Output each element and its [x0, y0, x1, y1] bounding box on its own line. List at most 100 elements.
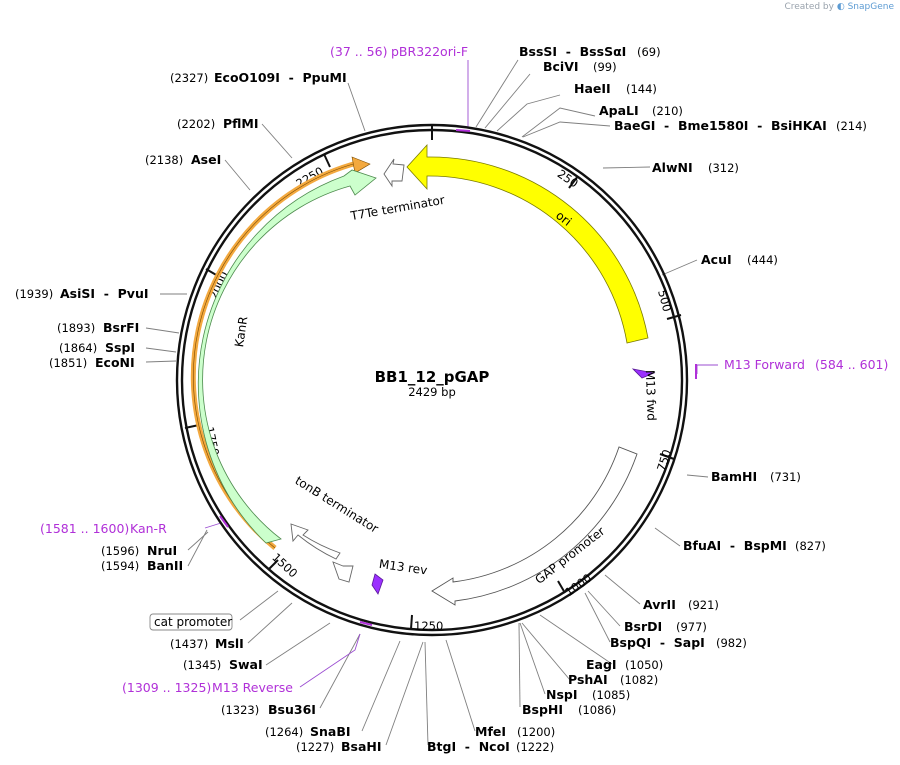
m13-reverse-range: (1309 .. 1325): [122, 680, 211, 695]
enzyme-position: (1594): [101, 559, 139, 573]
enzyme-position: (144): [626, 82, 657, 96]
enzyme-name: BspQI - SapI: [610, 635, 705, 650]
enzyme-name: SnaBI: [310, 724, 351, 739]
kan-r-range: (1581 .. 1600): [40, 521, 129, 536]
tonb-terminator-feature: [290, 523, 341, 560]
enzyme-position: (827): [795, 539, 826, 553]
enzyme-position: (1264): [265, 725, 303, 739]
enzyme-name: BsaHI: [341, 739, 382, 754]
enzyme-name: BspHI: [522, 702, 563, 717]
kan-r-mark: [219, 515, 229, 528]
gap-promoter-feature: [431, 446, 638, 606]
m13-rev-label: M13 rev: [378, 557, 428, 578]
enzyme-name: BaeGI - Bme1580I - BsiHKAI: [614, 118, 827, 133]
enzyme-name: PflMI: [223, 116, 259, 131]
enzyme-position: (731): [770, 470, 801, 484]
enzyme-position: (1851): [49, 356, 87, 370]
tick-label-750: 750: [654, 448, 674, 473]
enzyme-position: (99): [593, 60, 617, 74]
enzyme-position: (444): [747, 253, 778, 267]
enzyme-name: AcuI: [701, 252, 732, 267]
enzyme-position: (2138): [145, 153, 183, 167]
enzyme-name: AsiSI - PvuI: [60, 286, 149, 301]
enzyme-position: (977): [676, 620, 707, 634]
enzyme-name: PshAI: [568, 672, 608, 687]
enzyme-labels-left: (1264) SnaBI (1227) BsaHI (1323) Bsu36I …: [15, 70, 382, 754]
enzyme-position: (1893): [57, 321, 95, 335]
enzyme-name: BsrFI: [103, 320, 139, 335]
enzyme-name: SwaI: [229, 657, 263, 672]
pbr322ori-f-range: (37 .. 56): [330, 44, 387, 59]
enzyme-position: (1864): [59, 341, 97, 355]
enzyme-position: (69): [637, 45, 661, 59]
enzyme-position: (1050): [625, 658, 663, 672]
kanr-feature: [197, 169, 377, 544]
t7te-terminator-label: T7Te terminator: [349, 193, 446, 224]
cat-promoter-box: [149, 613, 233, 631]
enzyme-name: BtgI - NcoI: [427, 739, 510, 754]
snapgene-watermark: Created by ◐ SnapGene: [784, 2, 894, 12]
enzyme-position: (210): [652, 104, 683, 118]
enzyme-name: HaeII: [574, 81, 611, 96]
enzyme-position: (921): [688, 598, 719, 612]
enzyme-name: BamHI: [711, 469, 757, 484]
enzyme-position: (1596): [101, 544, 139, 558]
t7te-terminator-feature: [383, 158, 405, 188]
enzyme-position: (2327): [170, 71, 208, 85]
enzyme-position: (1200): [517, 725, 555, 739]
enzyme-position: (1222): [516, 740, 554, 754]
enzyme-name: MslI: [215, 636, 244, 651]
m13-reverse-name: M13 Reverse: [212, 680, 293, 695]
enzyme-name: BciVI: [543, 59, 579, 74]
watermark-brand: SnapGene: [847, 2, 894, 12]
kanr-orange-arrowhead: [351, 156, 371, 174]
pbr322ori-f-mark: [455, 129, 471, 132]
m13-rev-marker: [371, 573, 384, 595]
ori-feature: [406, 143, 649, 344]
enzyme-name: BssSI - BssSαI: [519, 44, 626, 59]
kan-r-name: Kan-R: [130, 521, 167, 536]
plasmid-size: 2429 bp: [408, 385, 456, 399]
enzyme-position: (1345): [183, 658, 221, 672]
enzyme-name: BanII: [147, 558, 183, 573]
enzyme-position: (1323): [221, 703, 259, 717]
primer-labels: (37 .. 56) pBR322ori-F M13 Forward (584 …: [40, 44, 888, 695]
tonb-terminator-label: tonB terminator: [293, 473, 381, 536]
enzyme-position: (1086): [578, 703, 616, 717]
enzyme-name: AlwNI: [652, 160, 693, 175]
tick-label-1250: 1250: [414, 619, 443, 633]
plasmid-name: BB1_12_pGAP: [375, 368, 490, 386]
snapgene-logo-icon: ◐: [836, 2, 845, 12]
tonb-terminator-arrowhead: [332, 561, 354, 583]
m13-forward-range: (584 .. 601): [815, 357, 888, 372]
enzyme-name: SspI: [105, 340, 135, 355]
enzyme-labels-right: BssSI - BssSαI (69) BciVI (99) HaeII (14…: [427, 44, 867, 754]
enzyme-name: MfeI: [475, 724, 506, 739]
enzyme-name: NruI: [147, 543, 177, 558]
watermark-prefix: Created by: [784, 2, 834, 12]
enzyme-position: (1437): [170, 637, 208, 651]
enzyme-position: (2202): [177, 117, 215, 131]
cat-promoter-label: cat promoter: [154, 615, 232, 629]
enzyme-name: EagI: [586, 657, 617, 672]
enzyme-name: AseI: [191, 152, 221, 167]
enzyme-name: NspI: [546, 687, 578, 702]
enzyme-name: BsrDI: [624, 619, 662, 634]
enzyme-position: (1939): [15, 287, 53, 301]
enzyme-position: (982): [716, 636, 747, 650]
enzyme-position: (214): [836, 119, 867, 133]
enzyme-name: AvrII: [643, 597, 676, 612]
label-leader-lines: [145, 59, 709, 746]
enzyme-name: ApaLI: [599, 103, 639, 118]
enzyme-name: EcoO109I - PpuMI: [214, 70, 347, 85]
m13-fwd-marker: [631, 368, 656, 379]
enzyme-position: (1085): [592, 688, 630, 702]
enzyme-name: BfuAI - BspMI: [683, 538, 787, 553]
enzyme-name: EcoNI: [95, 355, 135, 370]
enzyme-position: (1082): [620, 673, 658, 687]
kanr-label: KanR: [232, 315, 250, 348]
enzyme-name: Bsu36I: [268, 702, 316, 717]
enzyme-position: (312): [708, 161, 739, 175]
pbr322ori-f-name: pBR322ori-F: [391, 44, 468, 59]
